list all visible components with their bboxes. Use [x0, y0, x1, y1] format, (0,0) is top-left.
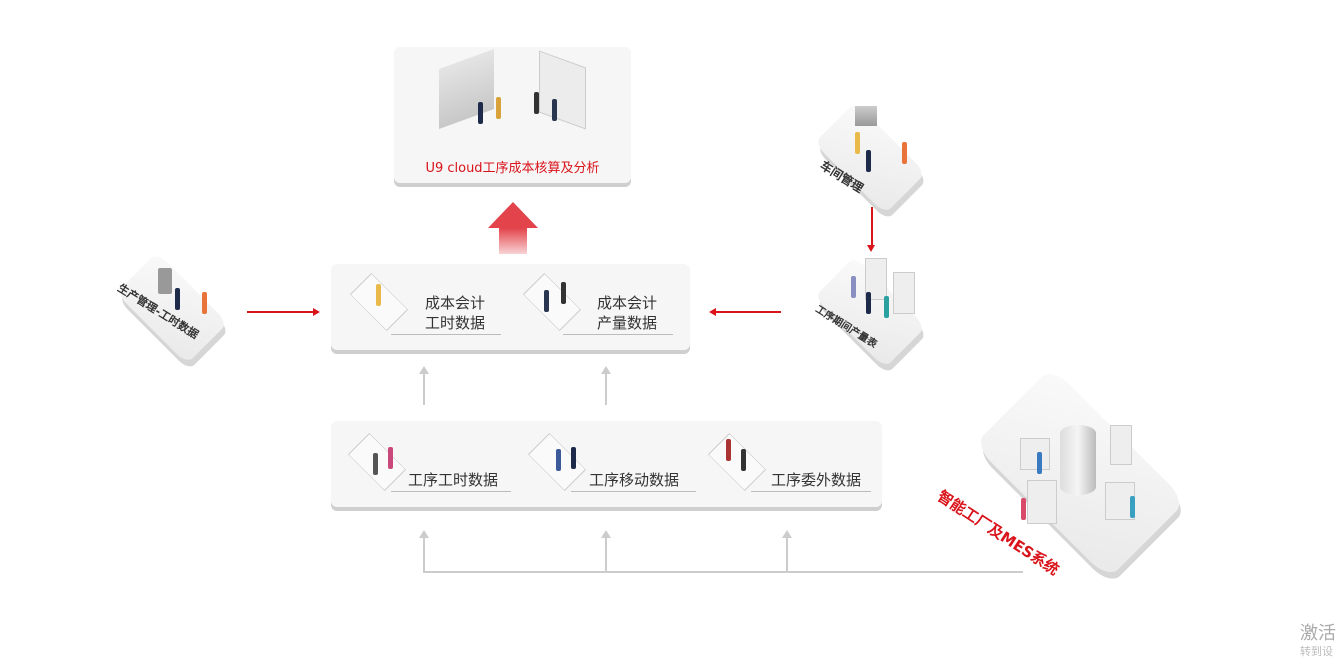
arrow-down-icon [867, 245, 875, 252]
person-icon [544, 290, 549, 312]
person-icon [175, 288, 180, 310]
output-data-line1: 成本会计 [597, 294, 658, 312]
arrow-right-icon [313, 308, 320, 316]
output-illustration [522, 272, 582, 332]
hours-data-line2: 工时数据 [425, 314, 486, 332]
arrow-left-icon [709, 308, 716, 316]
cost-analysis-card: U9 cloud工序成本核算及分析 [394, 47, 631, 183]
connector-line [423, 536, 425, 572]
person-icon [902, 142, 907, 164]
cost-analysis-label: U9 cloud工序成本核算及分析 [425, 161, 600, 176]
tower-icon [1060, 425, 1096, 495]
office-illustration [439, 48, 494, 130]
person-icon [855, 132, 860, 154]
process-outsource-illustration [707, 432, 767, 492]
arrow-up-icon [601, 530, 611, 538]
activation-watermark-sub: 转到设 [1300, 645, 1333, 658]
arrow-up-icon [419, 366, 429, 374]
machine-icon [158, 268, 172, 294]
up-arrow-icon [488, 202, 538, 228]
person-icon [1037, 452, 1042, 474]
production-platform [116, 252, 228, 364]
arrow-up-icon [782, 530, 792, 538]
connector-line [423, 571, 1023, 573]
arrow-up-icon [601, 366, 611, 374]
document-icon [1110, 425, 1132, 465]
cost-accounting-card: 成本会计 工时数据 成本会计 产量数据 [331, 264, 690, 350]
person-icon [373, 453, 378, 475]
up-arrow-stem [499, 228, 527, 254]
person-icon [478, 102, 483, 124]
machine-icon [855, 106, 877, 126]
person-icon [534, 92, 539, 114]
person-icon [1021, 498, 1026, 520]
connector-line [423, 372, 425, 405]
chart-board-icon [893, 272, 915, 314]
process-data-card: 工序工时数据 工序移动数据 工序委外数据 [331, 421, 882, 507]
person-icon [866, 150, 871, 172]
panel-icon [1027, 480, 1057, 524]
process-hours-label: 工序工时数据 [408, 471, 499, 489]
person-icon [202, 292, 207, 314]
person-icon [556, 449, 561, 471]
person-icon [851, 276, 856, 298]
person-icon [388, 447, 393, 469]
output-data-line2: 产量数据 [597, 314, 658, 332]
hours-data-line1: 成本会计 [425, 294, 486, 312]
screen-icon [1020, 438, 1050, 470]
whiteboard-illustration [539, 50, 586, 130]
arrow-up-icon [419, 530, 429, 538]
person-icon [884, 296, 889, 318]
connector-line [605, 372, 607, 405]
person-icon [496, 97, 501, 119]
arrow-line [247, 311, 315, 313]
person-icon [552, 99, 557, 121]
person-icon [741, 449, 746, 471]
process-outsource-label: 工序委外数据 [771, 471, 862, 489]
connector-line [605, 536, 607, 572]
connector-line [786, 536, 788, 572]
person-icon [561, 282, 566, 304]
person-icon [571, 447, 576, 469]
person-icon [1130, 496, 1135, 518]
chart-board-icon [865, 258, 887, 300]
arrow-line [715, 311, 781, 313]
person-icon [866, 292, 871, 314]
person-icon [726, 439, 731, 461]
arrow-line [871, 207, 873, 247]
process-move-label: 工序移动数据 [589, 471, 680, 489]
activation-watermark: 激活 [1300, 623, 1336, 644]
person-icon [376, 284, 381, 306]
